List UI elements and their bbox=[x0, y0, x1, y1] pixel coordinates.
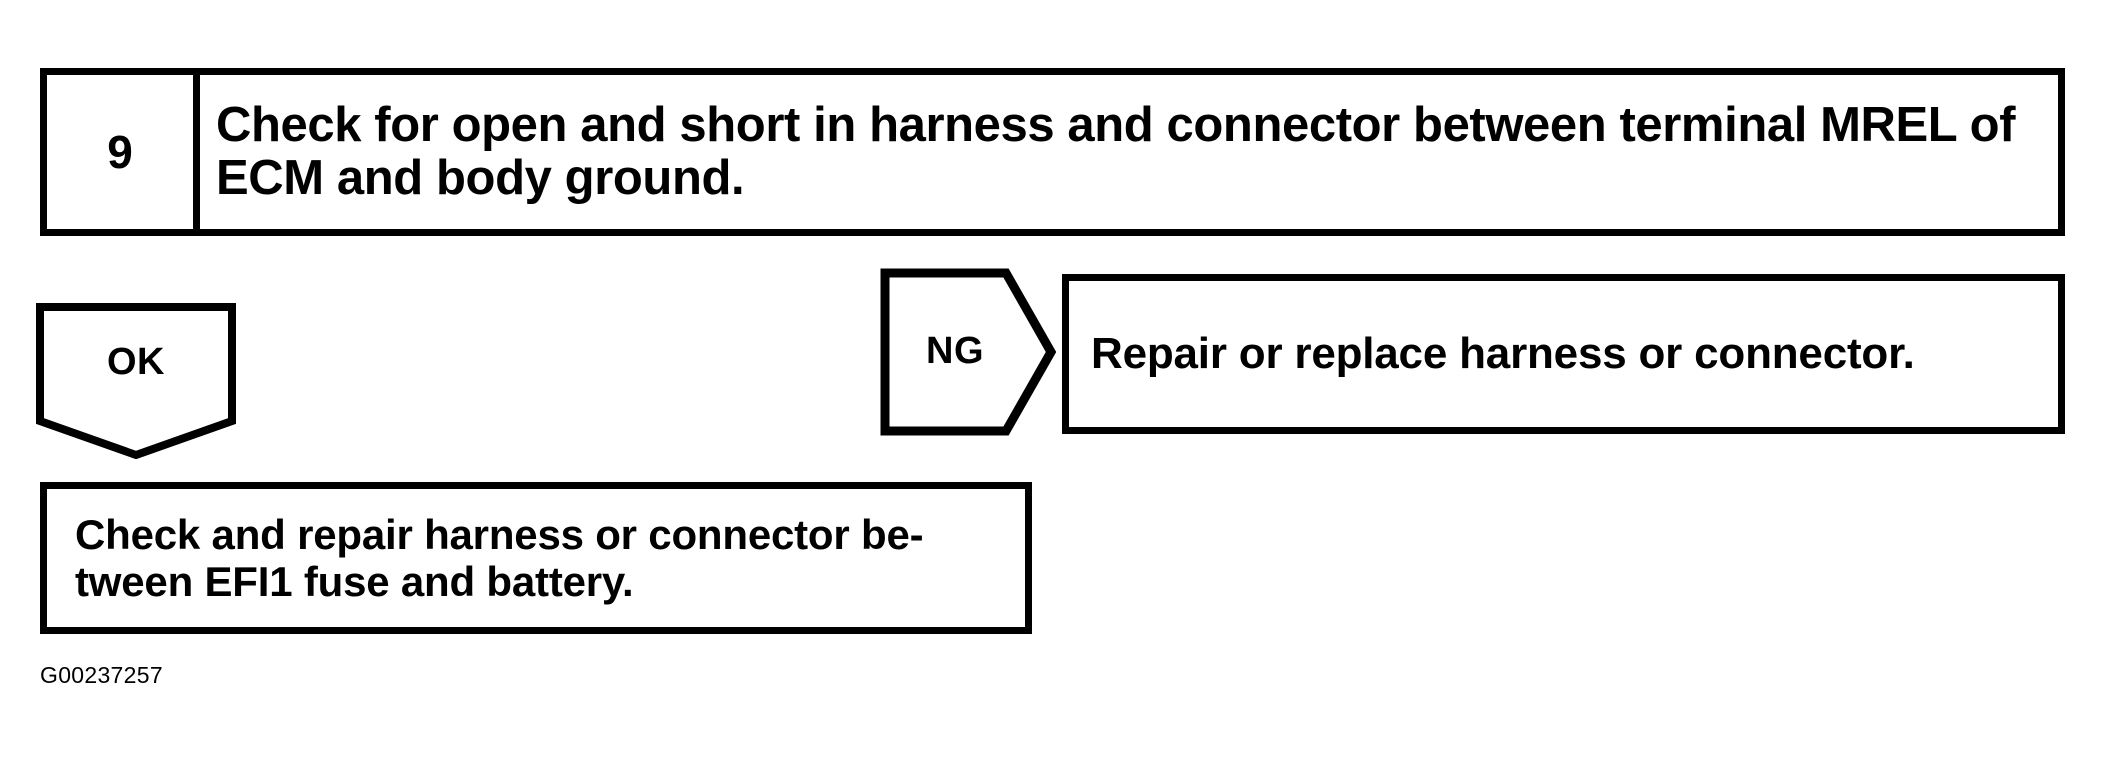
step-instruction-text: Check for open and short in harness and … bbox=[216, 98, 2016, 205]
step-number-cell: 9 bbox=[47, 75, 200, 229]
step-row: 9 Check for open and short in harness an… bbox=[40, 68, 2065, 236]
ng-branch-pentagon bbox=[880, 268, 1056, 436]
ng-result-text: Repair or replace harness or connector. bbox=[1091, 328, 1915, 378]
step-number: 9 bbox=[107, 126, 133, 178]
ok-result-text: Check and repair harness or connector be… bbox=[75, 510, 924, 605]
ok-result-box: Check and repair harness or connector be… bbox=[40, 482, 1032, 634]
ng-branch-label: NG bbox=[926, 330, 984, 372]
ng-result-box: Repair or replace harness or connector. bbox=[1062, 274, 2065, 434]
ok-branch-label: OK bbox=[107, 341, 165, 383]
step-instruction-cell: Check for open and short in harness and … bbox=[200, 75, 2058, 229]
figure-caption: G00237257 bbox=[40, 662, 163, 688]
ok-branch-pentagon bbox=[36, 303, 236, 459]
